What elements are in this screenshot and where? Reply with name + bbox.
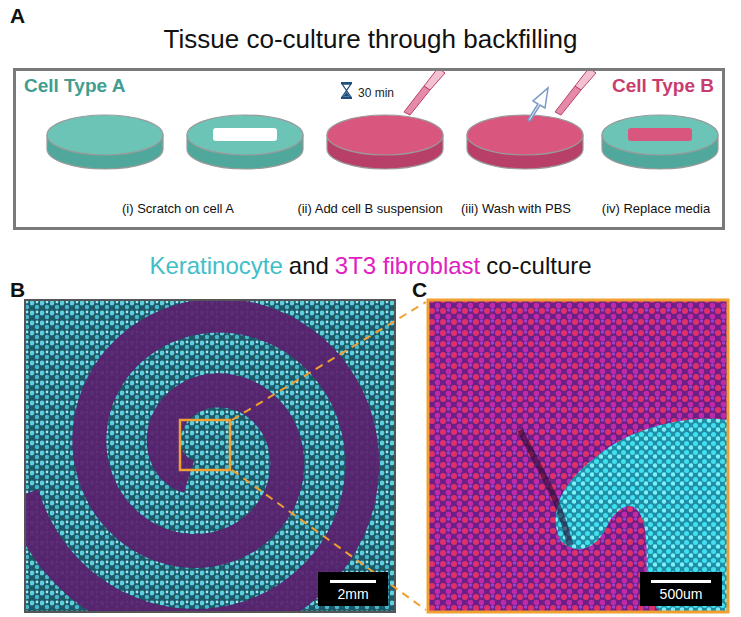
cell-type-label: Cell Type B (612, 75, 714, 97)
step-caption: (iii) Wash with PBS (461, 201, 571, 216)
subtitle: Keratinocyteand3T3 fibroblastco-culture (0, 252, 741, 280)
scale-bar-label: 2mm (318, 586, 388, 602)
figure-title: Tissue co-culture through backfilling (0, 24, 741, 55)
time-label: 30 min (358, 86, 394, 100)
spiral-micrograph (22, 300, 395, 617)
subtitle-word: co-culture (486, 252, 591, 280)
scale-bars (318, 572, 722, 606)
zoom-micrograph (428, 300, 728, 612)
cell-type-label: Cell Type A (24, 75, 125, 97)
zoom-lines (232, 302, 426, 610)
wash-pipette (528, 68, 596, 121)
panel-letter: B (10, 278, 25, 302)
subtitle-word: Keratinocyte (149, 252, 282, 280)
panel-letter: C (412, 278, 427, 302)
step-caption: (iv) Replace media (602, 201, 710, 216)
petri-dishes (47, 115, 718, 169)
panel-frame: Cell Type A Cell Type B 30 min (i) Scratch … (13, 68, 725, 230)
step-caption: (i) Scratch on cell A (122, 201, 234, 216)
step-caption: (ii) Add cell B suspension (297, 201, 442, 216)
subtitle-word: and (289, 252, 329, 280)
pipette (396, 68, 446, 127)
hourglass-icon (341, 82, 352, 99)
scale-bar-label: 500um (640, 586, 722, 602)
subtitle-word: 3T3 fibroblast (335, 252, 480, 280)
panel-letter: A (10, 4, 25, 28)
